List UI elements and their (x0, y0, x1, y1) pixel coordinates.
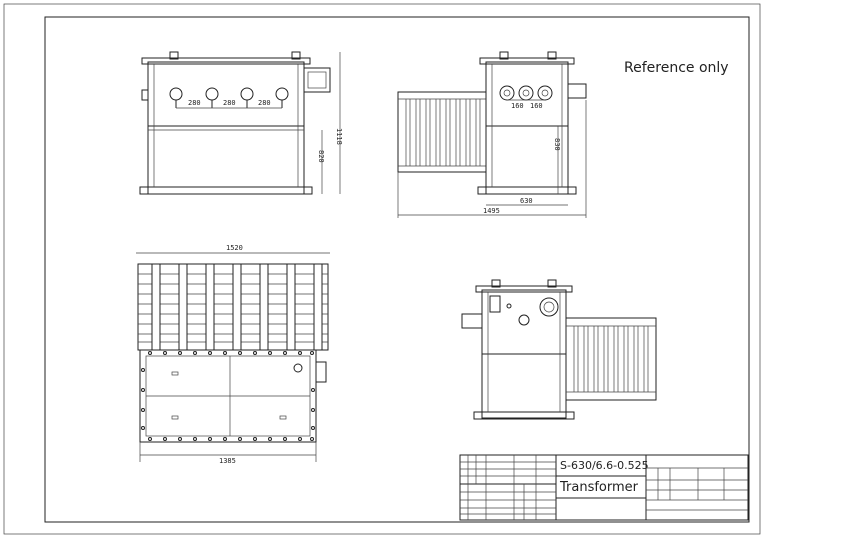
front-spacing-2: 280 (223, 99, 236, 107)
top-overall-length: 1520 (226, 244, 243, 252)
front-tank (147, 61, 305, 195)
side-view: 160 160 830 630 1495 (397, 51, 587, 218)
title-block: S-630/6.6-0.525 Transformer (459, 454, 749, 521)
side-tank-height: 830 (553, 138, 561, 151)
side-spacing-1: 160 (511, 102, 524, 110)
drawing-name: Transformer (559, 480, 639, 495)
front-bushings (169, 87, 289, 109)
top-bolts (141, 351, 315, 441)
top-view: 1520 (136, 244, 330, 465)
side-tank (485, 61, 569, 195)
top-tank (139, 349, 317, 443)
front-total-height: 1118 (335, 128, 343, 145)
front-spacing-3: 280 (258, 99, 271, 107)
front-tank-height: 820 (317, 150, 325, 163)
front-terminal-box (303, 67, 331, 93)
sheet-border (3, 3, 761, 535)
side-bushings (499, 85, 553, 101)
top-base-length: 1385 (219, 457, 236, 465)
rear-view (461, 279, 657, 420)
side-spacing-2: 160 (530, 102, 543, 110)
rear-radiator (565, 317, 657, 401)
side-tank-width: 630 (520, 197, 533, 205)
side-radiator (397, 91, 487, 173)
top-radiators (137, 263, 329, 351)
side-overall-width: 1495 (483, 207, 500, 215)
front-view: 280 280 280 1118 820 (139, 51, 343, 195)
model-number: S-630/6.6-0.525 (560, 459, 649, 472)
drawing-frame (44, 16, 750, 523)
front-spacing-1: 280 (188, 99, 201, 107)
reference-note: Reference only (624, 60, 729, 76)
